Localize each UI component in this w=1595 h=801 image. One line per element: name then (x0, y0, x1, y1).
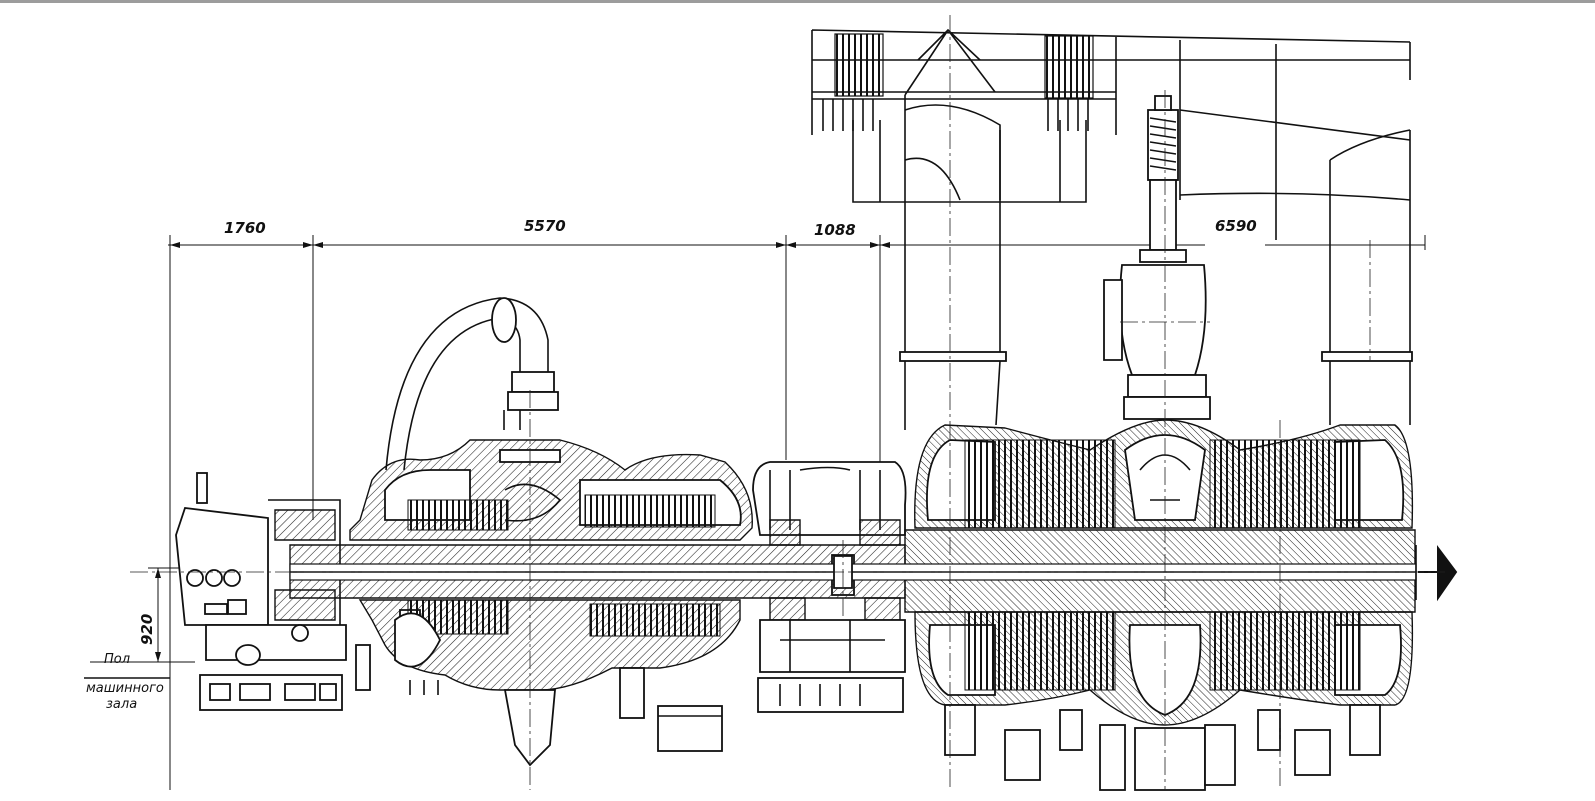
rotor-shaft (289, 529, 1458, 613)
floor-label-line3: зала (106, 697, 137, 712)
dimension-label-1088: 1088 (814, 221, 856, 239)
stop-valve (1103, 95, 1211, 420)
dimension-label-1760: 1760 (224, 219, 266, 237)
lp-cylinder (914, 419, 1414, 791)
center-lines (130, 15, 1445, 790)
upper-steam-ducts (811, 28, 1413, 430)
front-pedestal (175, 472, 347, 711)
hp-cylinder (349, 439, 753, 767)
floor-label-line2: машинного (86, 681, 164, 696)
floor-label-line1: Пол (104, 652, 130, 667)
middle-bearing-pedestal (752, 461, 907, 713)
dimension-label-920: 920 (138, 614, 156, 645)
crossover-pipe (385, 297, 559, 471)
dimension-label-6590: 6590 (1215, 217, 1257, 235)
window-top-edge (0, 0, 1595, 3)
dimension-label-5570: 5570 (524, 217, 566, 235)
